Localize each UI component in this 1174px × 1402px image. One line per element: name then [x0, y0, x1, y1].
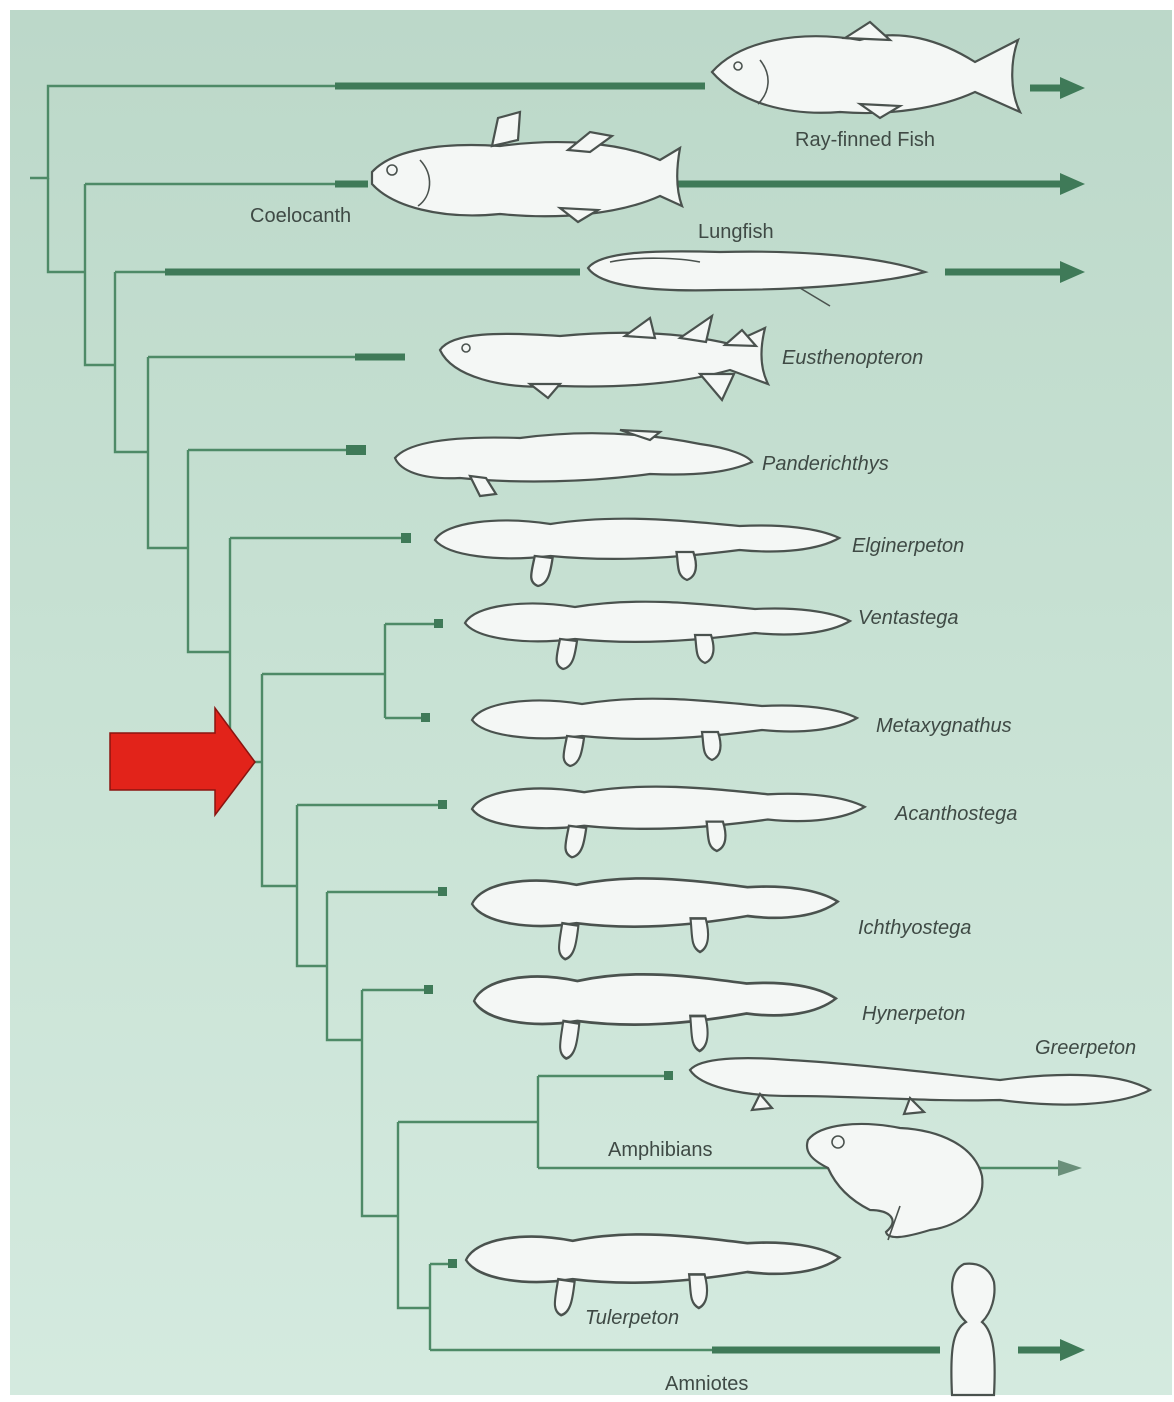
taxon-label: Greerpeton — [1035, 1037, 1136, 1059]
taxon-label: Ventastega — [858, 607, 958, 629]
arrow-icon — [1060, 1339, 1085, 1361]
taxon-label: Panderichthys — [762, 453, 889, 475]
fish-icon — [712, 22, 1020, 118]
taxon-label: Lungfish — [698, 221, 774, 243]
fossil-fish-icon — [395, 430, 752, 496]
coelacanth-icon — [372, 112, 682, 222]
arrow-icon — [1058, 1160, 1082, 1176]
taxon-label: Eusthenopteron — [782, 347, 923, 369]
early-tetrapod-icon — [472, 787, 865, 858]
taxon-label: Acanthostega — [894, 803, 1017, 825]
taxon-label: Hynerpeton — [862, 1003, 965, 1025]
arrow-icon — [1060, 77, 1085, 99]
early-tetrapod-icon — [472, 699, 857, 766]
taxon-label: Elginerpeton — [852, 535, 964, 557]
taxon-label: Coelocanth — [250, 205, 351, 227]
arrow-icon — [1060, 173, 1085, 195]
early-tetrapod-icon — [435, 519, 839, 586]
taxon-label: Amphibians — [608, 1139, 713, 1161]
taxon-label: Amniotes — [665, 1373, 748, 1395]
taxon-label: Ray-finned Fish — [795, 129, 935, 151]
frog-icon — [807, 1124, 982, 1240]
arrow-icon — [1060, 261, 1085, 283]
early-tetrapod-icon — [466, 1234, 839, 1315]
taxon-label: Ichthyostega — [858, 917, 971, 939]
taxon-labels: Ray-finned Fish Coelocanth Lungfish Eust… — [250, 129, 1136, 1395]
fossil-fish-icon — [440, 316, 768, 400]
salamander-like-icon — [690, 1058, 1150, 1114]
taxon-label: Metaxygnathus — [876, 715, 1012, 737]
early-tetrapod-icon — [465, 602, 850, 669]
red-arrow-icon — [110, 708, 255, 815]
taxon-label: Tulerpeton — [585, 1307, 679, 1329]
human-icon — [951, 1264, 994, 1395]
early-tetrapod-icon — [472, 878, 838, 959]
early-tetrapod-icon — [474, 974, 836, 1058]
lungfish-icon — [588, 251, 925, 306]
